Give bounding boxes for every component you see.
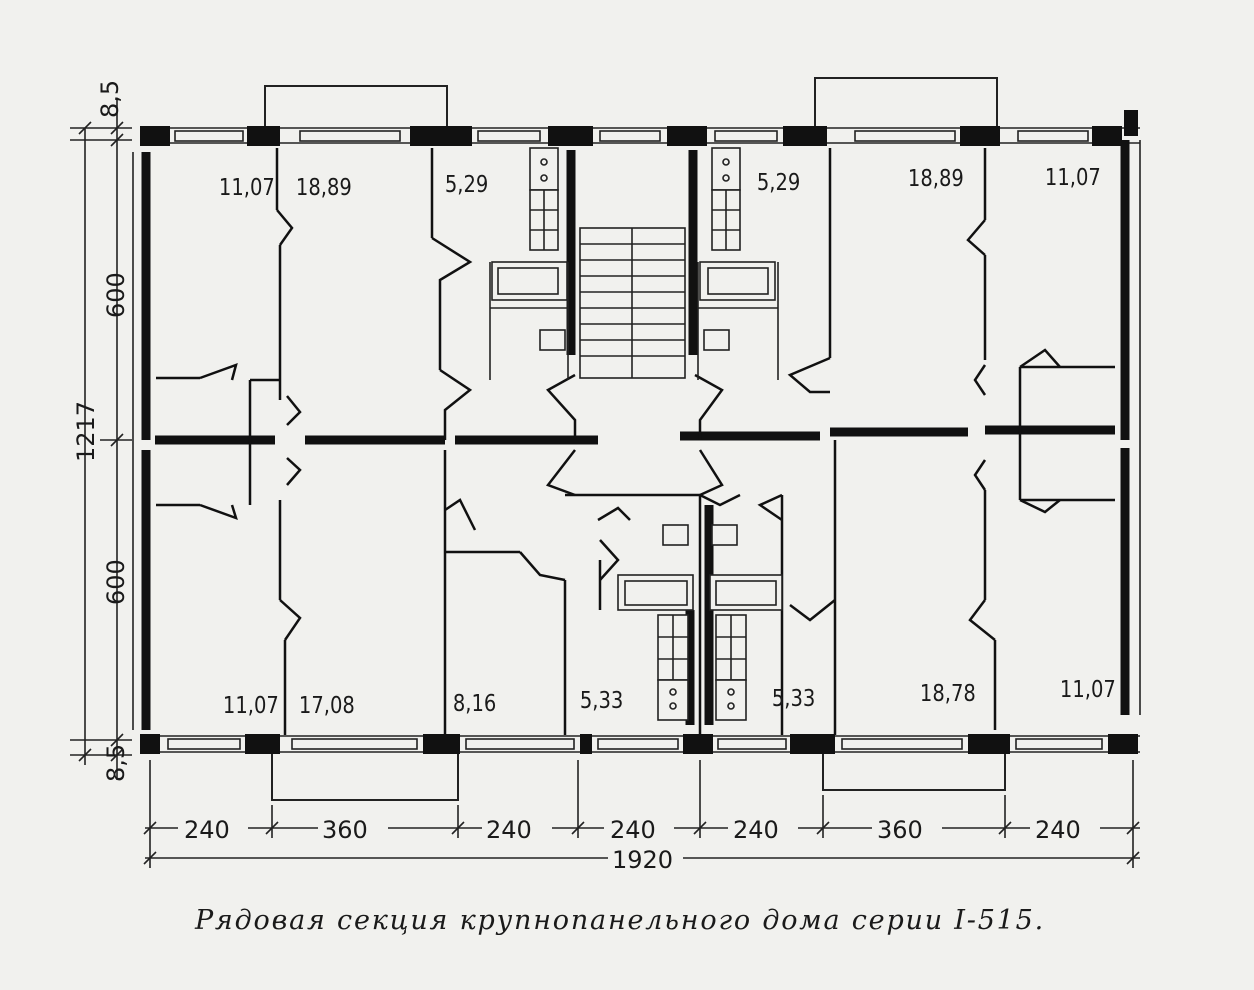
room-area-labels: 11,07 18,89 5,29 5,29 18,89 11,07 11,07 …	[219, 165, 1116, 720]
room-area-label: 5,33	[580, 688, 624, 715]
dimension-width: 360	[877, 816, 923, 844]
vertical-dimensions: 8,5 600 1217 600 8,5	[70, 80, 132, 782]
balcony-bottom-right	[822, 752, 1006, 791]
room-area-label: 18,89	[296, 175, 352, 202]
dimension-lower-depth: 600	[102, 559, 130, 605]
room-area-label: 18,78	[920, 681, 976, 708]
room-area-label: 11,07	[223, 693, 279, 720]
balconies	[264, 77, 1006, 801]
outer-walls	[132, 110, 1141, 754]
room-area-label: 11,07	[1045, 165, 1101, 192]
horizontal-dimensions: 240 360 240 240 240 360 240 1920	[143, 760, 1140, 874]
room-area-label: 8,16	[453, 691, 497, 718]
dimension-width: 240	[184, 816, 230, 844]
room-area-label: 5,33	[772, 686, 816, 713]
bathroom-lower-right	[709, 524, 783, 721]
dimension-bottom-offset: 8,5	[102, 744, 130, 782]
dimension-upper-depth: 600	[102, 272, 130, 318]
bathroom-upper-right	[697, 147, 779, 380]
bathroom-lower-left	[617, 524, 694, 721]
central-bearing-wall	[155, 425, 1115, 445]
dimension-width: 240	[486, 816, 532, 844]
balcony-top-right	[814, 77, 998, 128]
dimension-total-width: 1920	[612, 846, 673, 874]
dimension-width: 240	[610, 816, 656, 844]
dimension-width: 360	[322, 816, 368, 844]
bathroom-upper-left	[489, 147, 569, 380]
room-area-label: 18,89	[908, 166, 964, 193]
room-area-label: 11,07	[1060, 677, 1116, 704]
dimension-top-offset: 8,5	[96, 80, 124, 118]
figure-caption: Рядовая секция крупнопанельного дома сер…	[194, 905, 1046, 936]
room-area-label: 17,08	[299, 693, 355, 720]
dimension-width: 240	[733, 816, 779, 844]
room-area-label: 11,07	[219, 175, 275, 202]
room-area-label: 5,29	[445, 172, 489, 199]
dimension-total-depth: 1217	[72, 401, 100, 462]
balcony-bottom-left	[271, 752, 459, 801]
dimension-width: 240	[1035, 816, 1081, 844]
balcony-top-left	[264, 85, 448, 128]
room-area-label: 5,29	[757, 170, 801, 197]
partitions	[156, 148, 1115, 735]
staircase	[566, 150, 714, 725]
